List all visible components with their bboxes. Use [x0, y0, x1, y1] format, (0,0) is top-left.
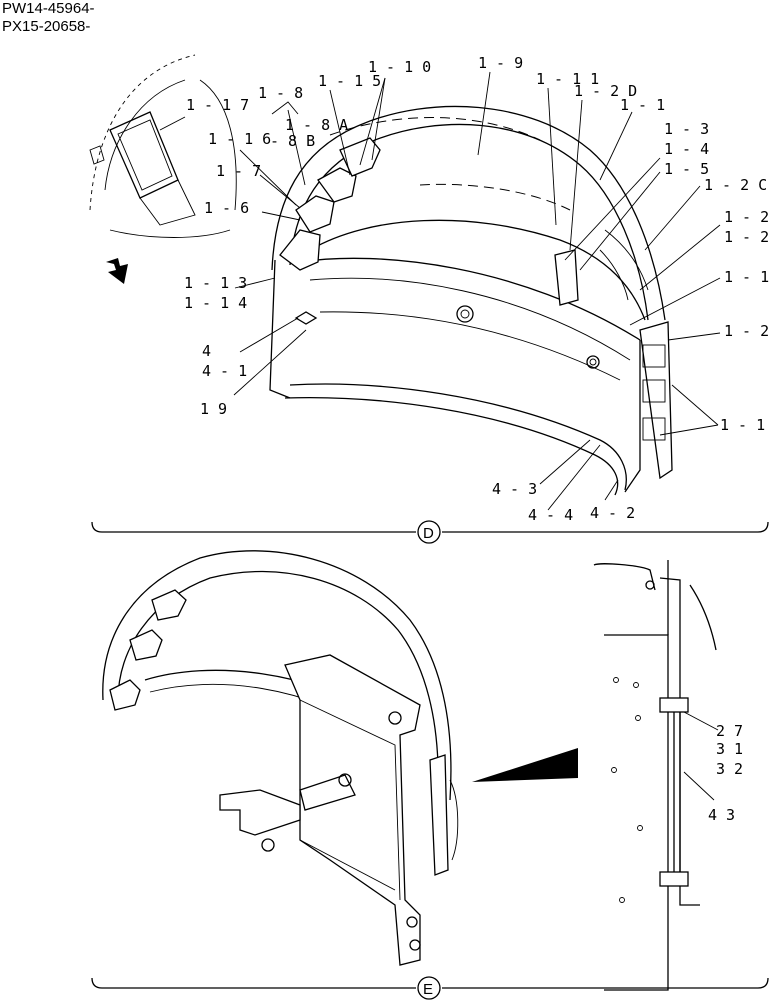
callout-1-2c: 1 - 2 C [704, 176, 767, 194]
view-marker-d: D [423, 525, 434, 542]
detail-view-e [593, 560, 719, 991]
view-marker-e: E [423, 981, 433, 998]
callout-4-2: 4 - 2 [590, 504, 635, 522]
view-e-illustration: 2 7 3 1 3 2 4 3 E [91, 550, 769, 1000]
callout-1-2-c: 1 - 2 [724, 322, 769, 340]
section-bracket-d: D [91, 520, 769, 544]
callout-32: 3 2 [716, 760, 743, 778]
callout-19: 1 9 [200, 400, 227, 418]
direction-arrow-icon [106, 258, 128, 284]
callout-43: 4 3 [708, 806, 735, 824]
callout-1-1: 1 - 1 [620, 96, 665, 114]
callout-1-6: 1 - 6 [204, 199, 249, 217]
callout-1-4: 1 - 4 [664, 140, 709, 158]
callout-1-2d: 1 - 2 D [574, 82, 637, 100]
callout-1-8: 1 - 8 [258, 84, 303, 102]
callout-1-11: 1 - 1 1 [536, 70, 599, 88]
callouts-d: 1 - 1 7 1 - 8 1 - 8 A 1 - 1 6 - 8 B 1 - … [184, 54, 769, 524]
callout-1-1-b: 1 - 1 [724, 268, 769, 286]
callout-1-16: 1 - 1 6 [208, 130, 271, 148]
callout-1-2-b: 1 - 2 [724, 228, 769, 246]
callout-1-10: 1 - 1 0 [368, 58, 431, 76]
callout-1-8a: 1 - 8 A [285, 116, 348, 134]
callout-1-9: 1 - 9 [478, 54, 523, 72]
callout-4-1: 4 - 1 [202, 362, 247, 380]
callout-1-1-c: 1 - 1 [720, 416, 765, 434]
callout-27: 2 7 [716, 722, 743, 740]
callout-1-14: 1 - 1 4 [184, 294, 247, 312]
serial-range-2: PX15-20658- [2, 18, 91, 35]
callout-1-13: 1 - 1 3 [184, 274, 247, 292]
callout-31: 3 1 [716, 740, 743, 758]
cab-inset-sketch [89, 54, 237, 238]
fender-assembly-e [102, 550, 459, 966]
callout-4: 4 [202, 342, 211, 360]
callouts-e: 2 7 3 1 3 2 4 3 [708, 722, 743, 824]
callout-1-3: 1 - 3 [664, 120, 709, 138]
fender-assembly-d [269, 105, 673, 496]
view-d-illustration: 1 - 1 7 1 - 8 1 - 8 A 1 - 1 6 - 8 B 1 - … [89, 54, 769, 544]
detail-pointer-wedge [472, 748, 578, 782]
callout-1-17: 1 - 1 7 [186, 96, 249, 114]
callout-1-8b: - 8 B [270, 132, 315, 150]
callout-1-5: 1 - 5 [664, 160, 709, 178]
leader-lines-d [159, 71, 721, 511]
callout-1-2-a: 1 - 2 [724, 208, 769, 226]
callout-4-3: 4 - 3 [492, 480, 537, 498]
serial-range-1: PW14-45964- [2, 0, 95, 17]
callout-1-15: 1 - 1 5 [318, 72, 381, 90]
callout-4-4: 4 - 4 [528, 506, 573, 524]
section-bracket-e: E [91, 976, 769, 1000]
callout-1-7: 1 - 7 [216, 162, 261, 180]
